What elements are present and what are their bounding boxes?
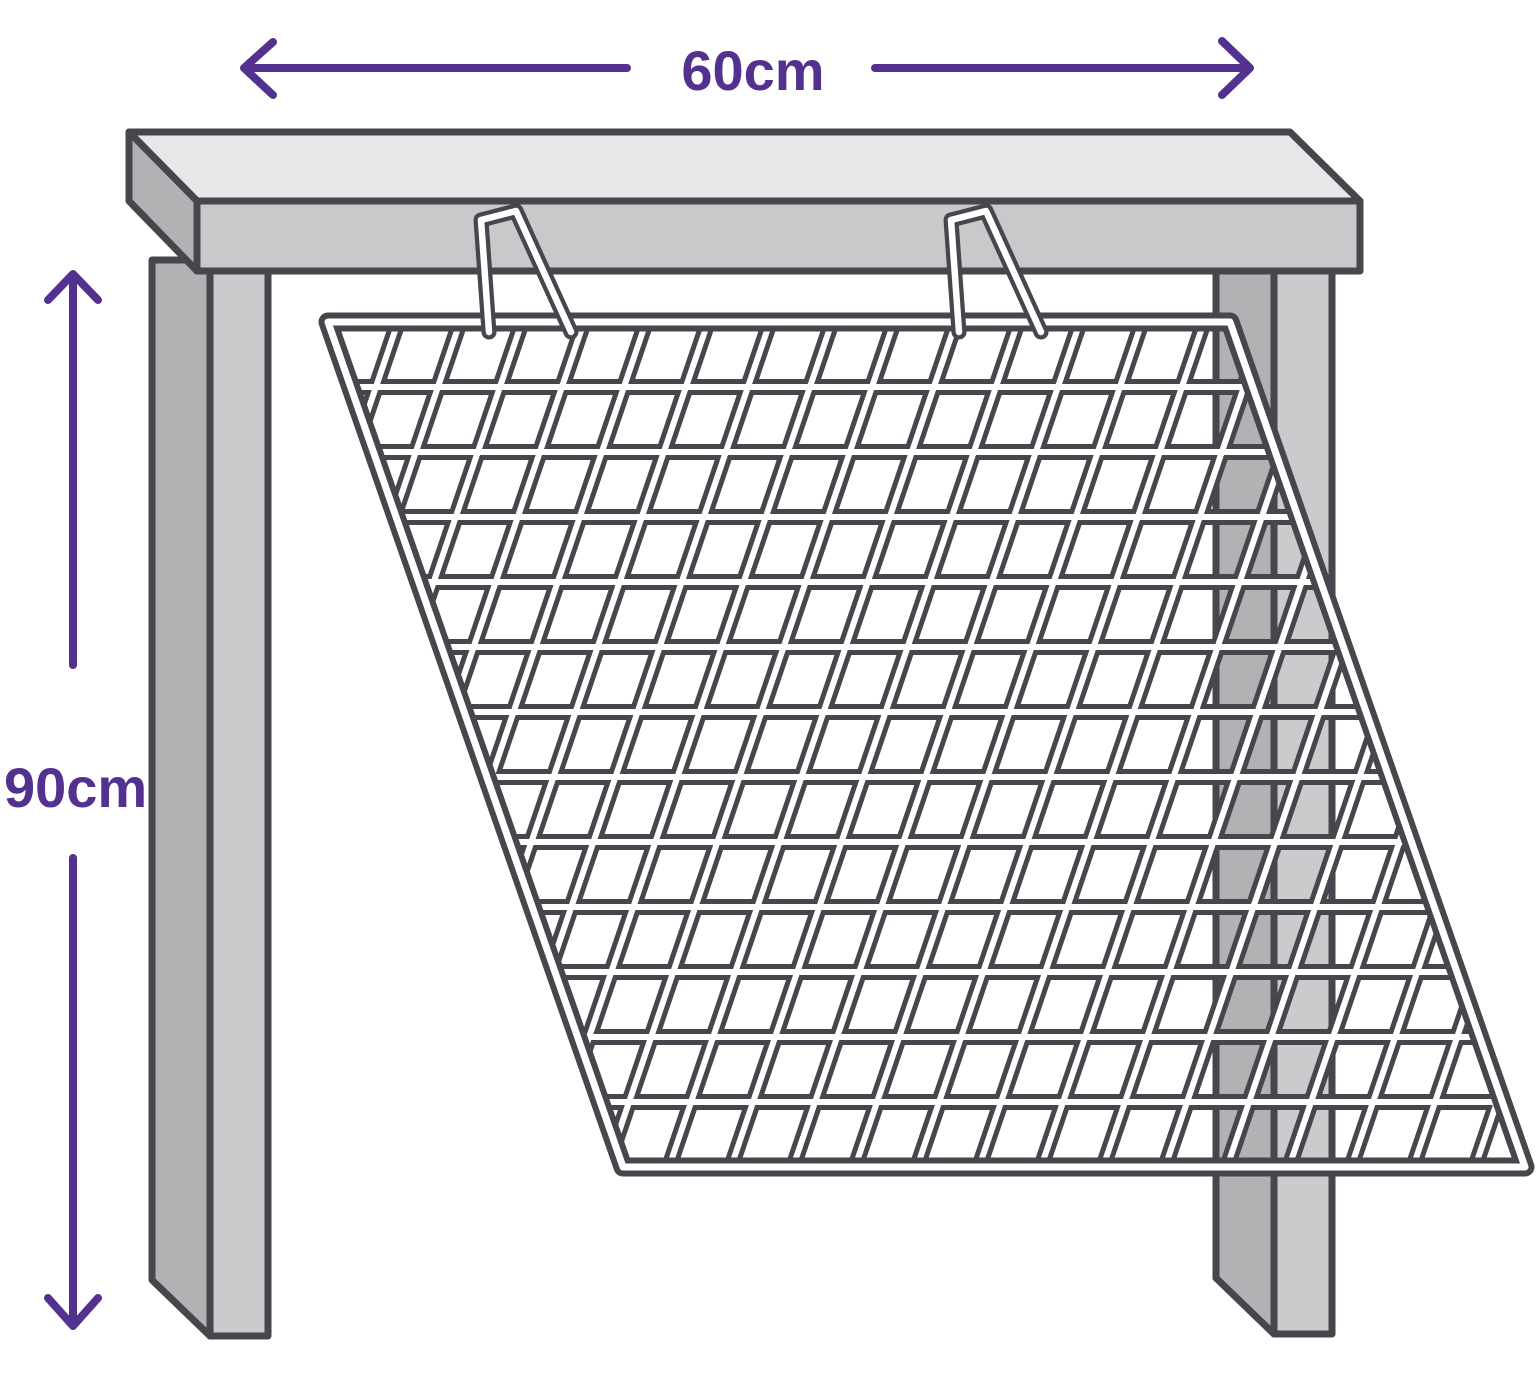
- height-arrow-up: [44, 270, 102, 669]
- right-hook: [943, 203, 1049, 340]
- beam-top-face: [125, 128, 1364, 205]
- left-leg-front-face: [206, 256, 272, 1340]
- left-hook: [473, 203, 579, 340]
- height-dimension-label: 90cm: [4, 756, 147, 819]
- top-beam: [125, 128, 1364, 275]
- width-dimension-label: 60cm: [681, 39, 824, 102]
- left-leg-side-face: [148, 256, 214, 1340]
- width-arrow-left: [240, 38, 631, 99]
- width-dimension: 60cm: [240, 37, 1254, 102]
- mesh-frame-core: [324, 318, 1529, 1171]
- right-hook-core: [947, 207, 1045, 336]
- beam-end-cap: [125, 128, 201, 275]
- height-dimension: 90cm: [4, 270, 147, 1330]
- left-leg: [148, 256, 272, 1340]
- height-arrow-down: [44, 854, 102, 1330]
- width-arrow-right: [871, 37, 1254, 99]
- left-hook-core: [477, 207, 575, 336]
- beam-front-face: [193, 197, 1364, 275]
